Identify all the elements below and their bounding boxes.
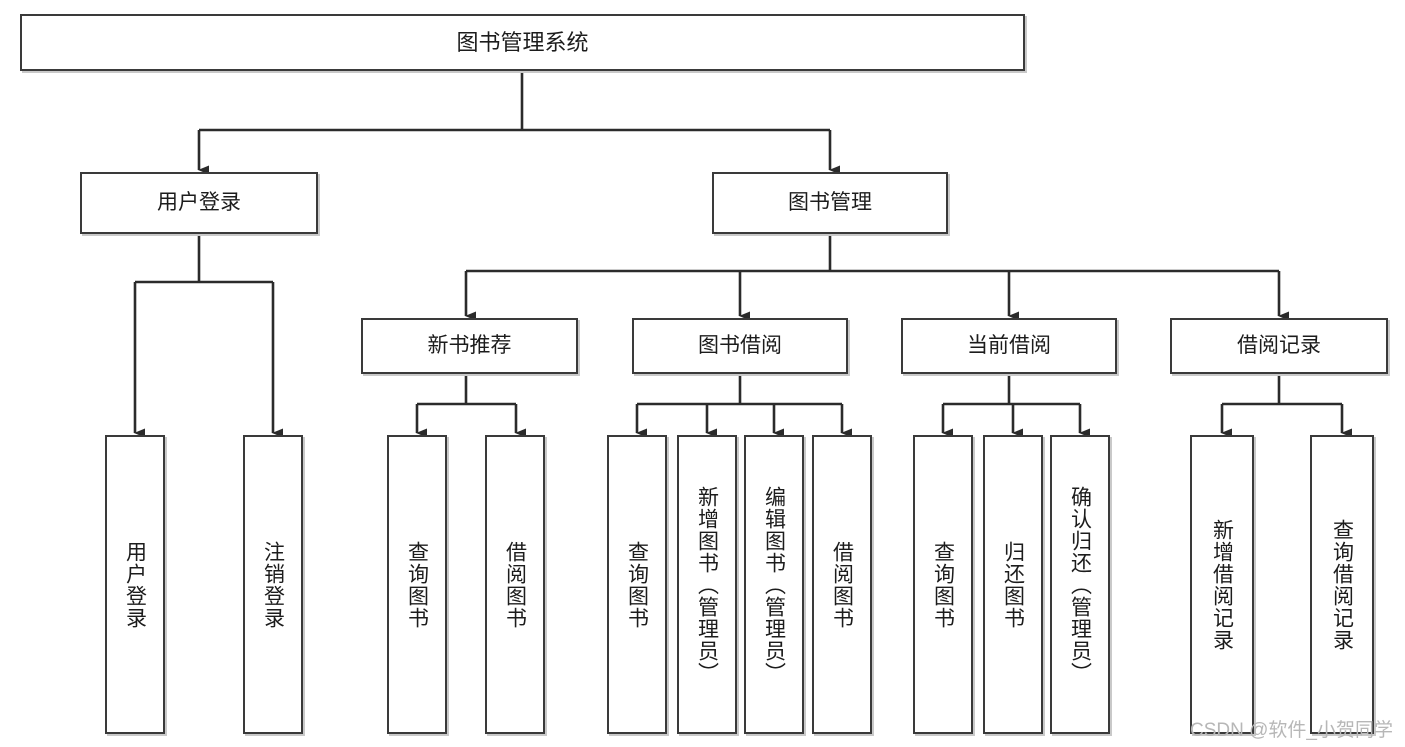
node-label-leaf-edit-book: 编辑图书（管理员） [762, 485, 786, 684]
node-leaf-edit-book[interactable]: 编辑图书（管理员） [744, 435, 804, 734]
node-leaf-user-logout[interactable]: 注销登录 [243, 435, 303, 734]
node-label-leaf-user-logout: 注销登录 [261, 540, 285, 629]
node-leaf-add-book[interactable]: 新增图书（管理员） [677, 435, 737, 734]
node-label-leaf-borrow-book-2: 借阅图书 [830, 540, 854, 629]
node-book-borrow[interactable]: 图书借阅 [632, 318, 848, 374]
node-book-management[interactable]: 图书管理 [712, 172, 948, 234]
node-label-leaf-return-book: 归还图书 [1001, 540, 1025, 629]
node-root[interactable]: 图书管理系统 [20, 14, 1025, 71]
node-leaf-return-book[interactable]: 归还图书 [983, 435, 1043, 734]
node-label-root: 图书管理系统 [456, 29, 589, 55]
node-leaf-query-record[interactable]: 查询借阅记录 [1310, 435, 1374, 734]
node-label-leaf-borrow-book-1: 借阅图书 [503, 540, 527, 629]
node-user-login[interactable]: 用户登录 [80, 172, 318, 234]
node-label-borrow-record: 借阅记录 [1237, 333, 1321, 357]
node-leaf-borrow-book-2[interactable]: 借阅图书 [812, 435, 872, 734]
node-leaf-add-record[interactable]: 新增借阅记录 [1190, 435, 1254, 734]
node-label-book-borrow: 图书借阅 [698, 333, 782, 357]
node-leaf-query-book-2[interactable]: 查询图书 [607, 435, 667, 734]
node-leaf-query-book-1[interactable]: 查询图书 [387, 435, 447, 734]
node-label-leaf-add-book: 新增图书（管理员） [695, 485, 719, 684]
node-label-new-book-recommend: 新书推荐 [427, 333, 512, 357]
node-label-leaf-query-book-3: 查询图书 [931, 540, 955, 629]
node-leaf-borrow-book-1[interactable]: 借阅图书 [485, 435, 545, 734]
node-label-leaf-add-record: 新增借阅记录 [1210, 518, 1234, 651]
node-new-book-recommend[interactable]: 新书推荐 [361, 318, 578, 374]
node-label-user-login: 用户登录 [157, 190, 241, 214]
node-label-leaf-query-book-2: 查询图书 [625, 540, 649, 629]
node-label-current-borrow: 当前借阅 [967, 333, 1051, 357]
node-label-leaf-query-record: 查询借阅记录 [1330, 518, 1354, 651]
connector-group [133, 71, 1352, 438]
node-leaf-confirm-return[interactable]: 确认归还（管理员） [1050, 435, 1110, 734]
node-borrow-record[interactable]: 借阅记录 [1170, 318, 1388, 374]
node-leaf-query-book-3[interactable]: 查询图书 [913, 435, 973, 734]
node-label-book-management: 图书管理 [788, 190, 872, 214]
node-label-leaf-user-login: 用户登录 [123, 540, 147, 629]
node-label-leaf-confirm-return: 确认归还（管理员） [1068, 485, 1092, 684]
node-current-borrow[interactable]: 当前借阅 [901, 318, 1117, 374]
node-leaf-user-login[interactable]: 用户登录 [105, 435, 165, 734]
node-label-leaf-query-book-1: 查询图书 [405, 540, 429, 629]
